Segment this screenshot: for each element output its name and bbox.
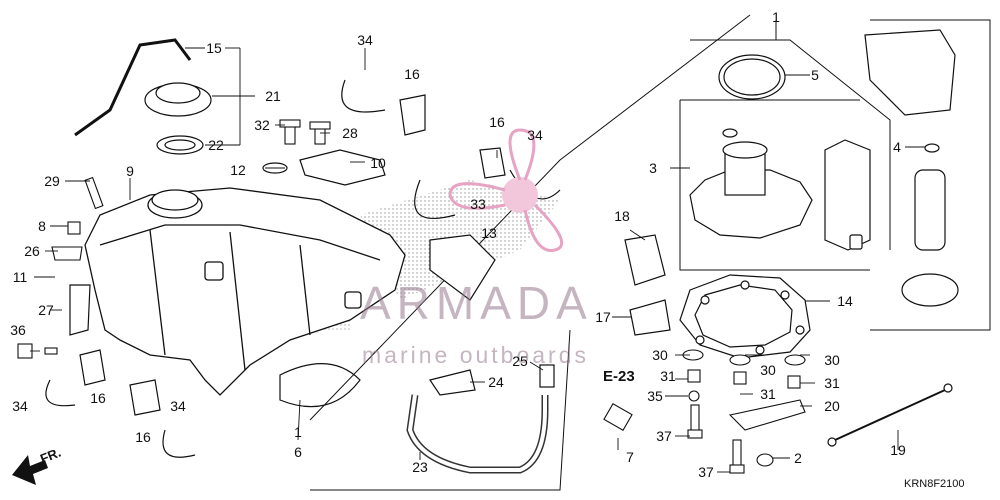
callout-31: 31 [760, 386, 776, 402]
callout-30: 30 [652, 347, 668, 363]
callout-26: 26 [24, 243, 40, 259]
hardware [17, 119, 806, 474]
callout-16: 16 [404, 66, 420, 82]
callout-31: 31 [660, 368, 676, 384]
front-arrow [12, 455, 48, 485]
callout-1: 1 [772, 9, 780, 25]
callout-37: 37 [656, 428, 672, 444]
callout-37: 37 [698, 464, 714, 480]
callout-27: 27 [38, 302, 54, 318]
callout-17: 17 [595, 309, 611, 325]
callout-3: 3 [649, 160, 657, 176]
callout-35: 35 [647, 388, 663, 404]
callout-29: 29 [44, 173, 60, 189]
callout-28: 28 [342, 125, 358, 141]
callout-12: 12 [230, 162, 246, 178]
assembly-boundaries [309, 14, 991, 491]
callout-30: 30 [824, 352, 840, 368]
callout-2: 2 [794, 450, 802, 466]
callout-11: 11 [12, 269, 28, 285]
callout-33: 33 [470, 196, 486, 212]
callout-14: 14 [837, 293, 853, 309]
callout-5: 5 [811, 67, 819, 83]
callout-31: 31 [824, 375, 840, 391]
fuel-pump-assembly [689, 29, 959, 307]
callout-34: 34 [12, 398, 28, 414]
callout-6: 6 [294, 444, 302, 460]
callout-22: 22 [208, 137, 224, 153]
callout-15: 15 [206, 40, 222, 56]
callout-1: 1 [294, 424, 302, 440]
callout-16: 16 [489, 114, 505, 130]
callout-16: 16 [90, 390, 106, 406]
callout-20: 20 [824, 398, 840, 414]
watermark-title: ARMADA [360, 277, 593, 329]
callout-32: 32 [254, 117, 270, 133]
diagram-code: KRN8F2100 [904, 478, 965, 490]
callout-16: 16 [135, 429, 151, 445]
callout-34: 34 [170, 398, 186, 414]
hoses-and-clamps [45, 38, 953, 474]
watermark-subtitle: marine outboards [362, 342, 589, 368]
callout-25: 25 [512, 353, 528, 369]
callout-34: 34 [357, 32, 373, 48]
callout-7: 7 [626, 449, 634, 465]
fuel-tank [84, 187, 406, 396]
gasket [679, 274, 811, 359]
callout-21: 21 [265, 88, 281, 104]
callout-13: 13 [481, 225, 497, 241]
callout-10: 10 [370, 155, 386, 171]
callout-4: 4 [893, 139, 901, 155]
callout-34: 34 [527, 127, 543, 143]
callout-8: 8 [38, 218, 46, 234]
reference-label: E-23 [603, 368, 635, 385]
leader-lines [30, 47, 925, 473]
callout-18: 18 [614, 208, 630, 224]
callout-36: 36 [10, 322, 26, 338]
callout-9: 9 [126, 163, 134, 179]
callout-23: 23 [412, 459, 428, 475]
callout-24: 24 [488, 374, 504, 390]
callout-19: 19 [890, 442, 906, 458]
watermark-logo [448, 128, 564, 252]
callout-30: 30 [760, 362, 776, 378]
